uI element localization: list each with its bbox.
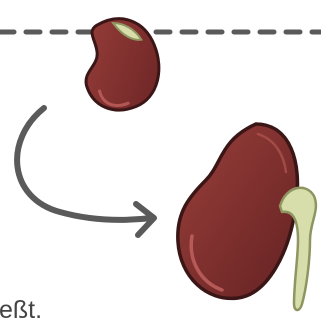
dry-bean-icon — [67, 8, 173, 121]
curved-arrow-icon — [17, 108, 154, 235]
caption-text: eßt. — [0, 297, 42, 323]
germinating-bean-icon — [178, 124, 316, 310]
